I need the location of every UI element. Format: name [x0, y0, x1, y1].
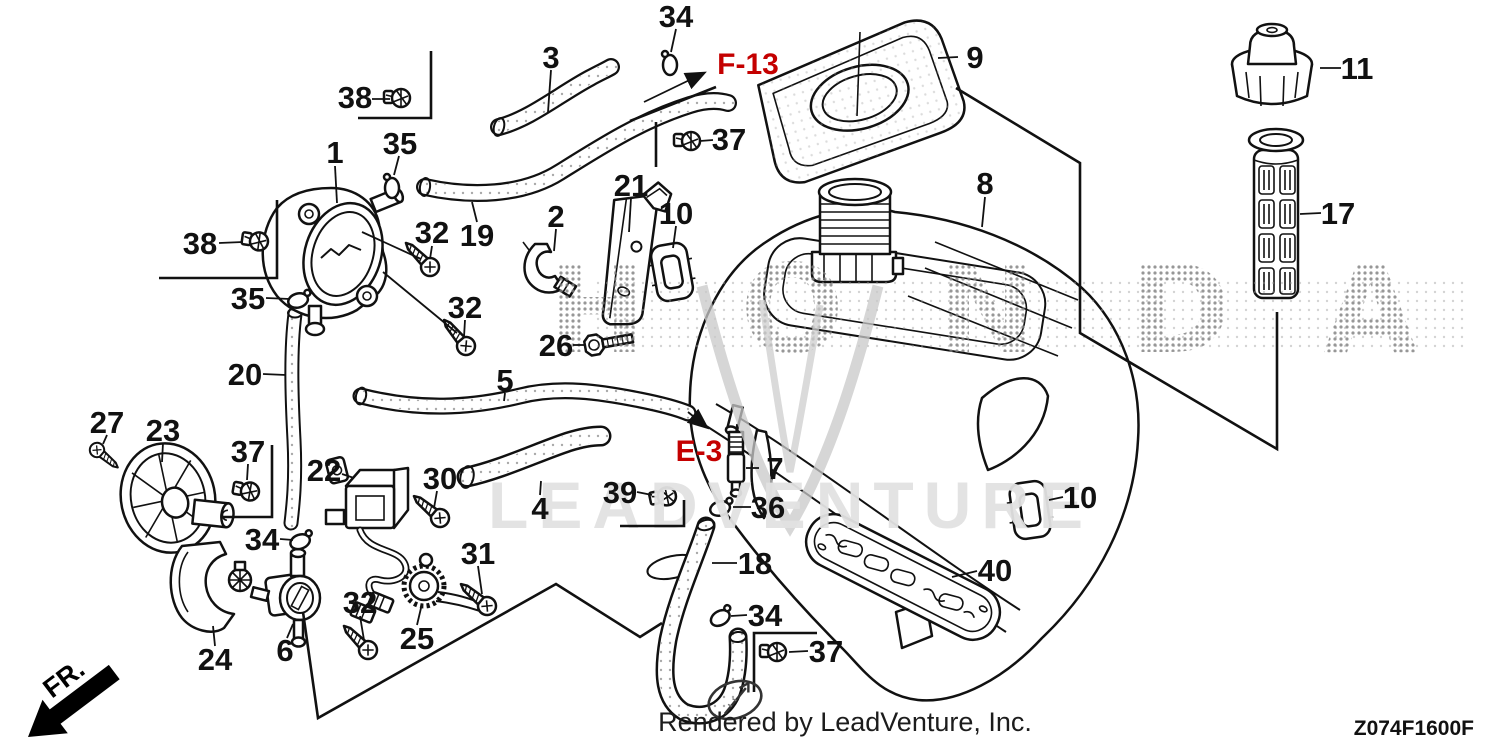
callout-23[interactable]: 23 [146, 413, 180, 448]
callouts: 38 3 34 37 35 1 9 11 21 2 10 32 19 8 17 … [90, 0, 1374, 677]
ratchet-guide [401, 552, 486, 612]
fuel-hose-20 [283, 306, 303, 531]
hose-clamp-38-top [382, 87, 412, 109]
callout-19[interactable]: 19 [460, 218, 494, 253]
diagram-code: Z074F1600F [1354, 717, 1474, 740]
callout-37-bottom[interactable]: 37 [809, 634, 843, 669]
callout-10-right[interactable]: 10 [1063, 480, 1097, 515]
callout-18[interactable]: 18 [738, 546, 772, 581]
honda-watermark: HONDA [546, 239, 1500, 381]
fuel-joint-assembly [261, 186, 405, 337]
callout-9[interactable]: 9 [966, 40, 983, 75]
callout-32-a[interactable]: 32 [415, 215, 449, 250]
hose-clamp-38-left [239, 228, 271, 253]
callout-21[interactable]: 21 [614, 168, 648, 203]
tube-clip-35-top [382, 172, 401, 200]
bolt-27 [85, 438, 124, 474]
callout-5[interactable]: 5 [496, 363, 513, 398]
callout-35-top[interactable]: 35 [383, 126, 417, 161]
callout-26[interactable]: 26 [539, 328, 573, 363]
fuel-hose-5 [352, 382, 697, 422]
hose-clamp-37-bottom [758, 641, 788, 663]
callout-37-top[interactable]: 37 [712, 122, 746, 157]
ref-link-f13[interactable]: F-13 [717, 48, 779, 81]
svg-text:HONDA: HONDA [546, 239, 1500, 381]
callout-37-left[interactable]: 37 [231, 434, 265, 469]
callout-32-b[interactable]: 32 [448, 290, 482, 325]
tube-clip-34-top [660, 49, 679, 77]
callout-6[interactable]: 6 [276, 633, 293, 668]
callout-4[interactable]: 4 [531, 491, 549, 526]
callout-40[interactable]: 40 [978, 553, 1012, 588]
callout-22[interactable]: 22 [307, 453, 341, 488]
callout-36[interactable]: 36 [751, 490, 785, 525]
callout-20[interactable]: 20 [228, 357, 262, 392]
fuel-hose-4 [456, 425, 612, 489]
hose-clamp-37-top [672, 130, 702, 152]
callout-10-top[interactable]: 10 [659, 196, 693, 231]
screw-31 [453, 576, 501, 620]
callout-35-left[interactable]: 35 [231, 281, 265, 316]
callout-7[interactable]: 7 [766, 451, 783, 486]
stay-bracket [169, 540, 253, 633]
e3-arrow [686, 408, 710, 430]
fuel-hose-18 [655, 516, 748, 725]
callout-31[interactable]: 31 [461, 536, 495, 571]
callout-8[interactable]: 8 [976, 166, 993, 201]
hose-clamp-37-left [230, 478, 262, 504]
honda-wing-watermark [696, 284, 884, 537]
tank-shroud [757, 19, 966, 184]
callout-27[interactable]: 27 [90, 405, 124, 440]
round-guide [119, 442, 235, 554]
fuel-cap [1230, 22, 1314, 107]
bracket-lines [159, 51, 1279, 721]
callout-32-c[interactable]: 32 [343, 585, 377, 620]
callout-25[interactable]: 25 [400, 621, 434, 656]
callout-3[interactable]: 3 [542, 40, 559, 75]
footer-rendered-by: Rendered by LeadVenture, Inc. [658, 707, 1032, 737]
callout-34-left[interactable]: 34 [245, 522, 280, 557]
callout-39[interactable]: 39 [603, 475, 637, 510]
callout-34-bottom[interactable]: 34 [748, 598, 783, 633]
callout-11[interactable]: 11 [1341, 51, 1374, 86]
leadventure-logo [707, 679, 763, 721]
fuel-valve-spring [726, 423, 746, 498]
fuel-hose-19 [416, 91, 737, 202]
callout-38-top[interactable]: 38 [338, 80, 372, 115]
tank-gasket-plate [804, 512, 1002, 642]
callout-34-top[interactable]: 34 [659, 0, 694, 34]
f13-arrow [643, 71, 707, 103]
screw-32-c [336, 618, 382, 664]
ref-link-e3[interactable]: E-3 [676, 435, 723, 468]
fuel-hose-3 [490, 58, 620, 137]
fuel-solenoid [324, 456, 410, 624]
tube-collar [522, 241, 578, 298]
front-direction-arrow: FR. [28, 654, 120, 737]
callout-1[interactable]: 1 [326, 135, 343, 170]
callout-24[interactable]: 24 [198, 642, 233, 677]
callout-17[interactable]: 17 [1321, 196, 1355, 231]
callout-38-left[interactable]: 38 [183, 226, 217, 261]
fuel-strainer [1247, 127, 1305, 300]
leadventure-watermark: LEADVENTURE [488, 468, 1093, 542]
leader-lines [102, 28, 1341, 653]
callout-2[interactable]: 2 [547, 199, 564, 234]
callout-30[interactable]: 30 [423, 461, 457, 496]
